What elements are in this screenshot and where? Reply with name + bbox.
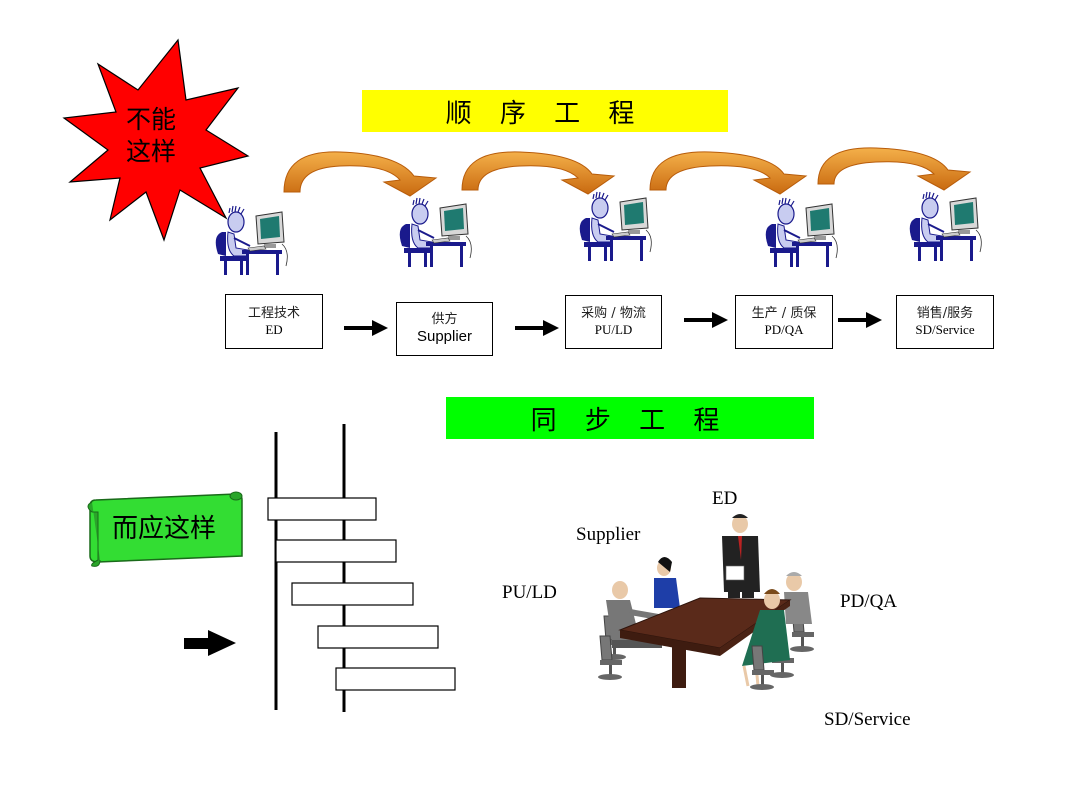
overlap-bars (267, 497, 456, 691)
workers (214, 191, 983, 276)
starburst-shape (62, 38, 250, 242)
sequential-engineering-banner: 顺 序 工 程 (362, 90, 728, 132)
curved-arrows (283, 147, 972, 197)
stage-en: Supplier (416, 327, 473, 345)
scroll-shape (87, 491, 243, 567)
concurrent-engineering-banner: 同 步 工 程 (446, 397, 814, 439)
stage-box-sdservice: 销售/服务 SD/Service (896, 295, 994, 349)
stage-box-ed: 工程技术 ED (225, 294, 323, 349)
starburst-line-1: 不能 (125, 105, 176, 134)
stage-cn: 供方 (431, 312, 458, 328)
scroll-label: 而应这样 (112, 514, 217, 544)
stage-box-supplier: 供方 Supplier (396, 302, 493, 356)
stage-en: ED (265, 321, 283, 337)
starburst-label: 不能 这样 (116, 104, 186, 168)
stage-cn: 采购 / 物流 (581, 306, 646, 322)
flow-arrows (344, 312, 882, 336)
team-label-sdservice: SD/Service (824, 709, 911, 730)
stage-cn: 销售/服务 (916, 306, 974, 322)
stage-cn: 生产 / 质保 (751, 306, 817, 322)
team-label-supplier: Supplier (576, 524, 641, 545)
team-label-ed: ED (712, 488, 738, 509)
pointer-arrow (184, 630, 236, 656)
stage-en: SD/Service (915, 322, 975, 337)
stage-en: PU/LD (594, 322, 633, 337)
stage-en: PD/QA (764, 322, 804, 337)
stage-cn: 工程技术 (247, 305, 300, 321)
stage-box-puld: 采购 / 物流 PU/LD (565, 295, 662, 349)
starburst-line-2: 这样 (125, 137, 176, 166)
team-label-puld: PU/LD (502, 582, 557, 603)
meeting-scene (597, 514, 815, 691)
team-label-pdqa: PD/QA (840, 591, 898, 612)
stage-box-pdqa: 生产 / 质保 PD/QA (735, 295, 833, 349)
